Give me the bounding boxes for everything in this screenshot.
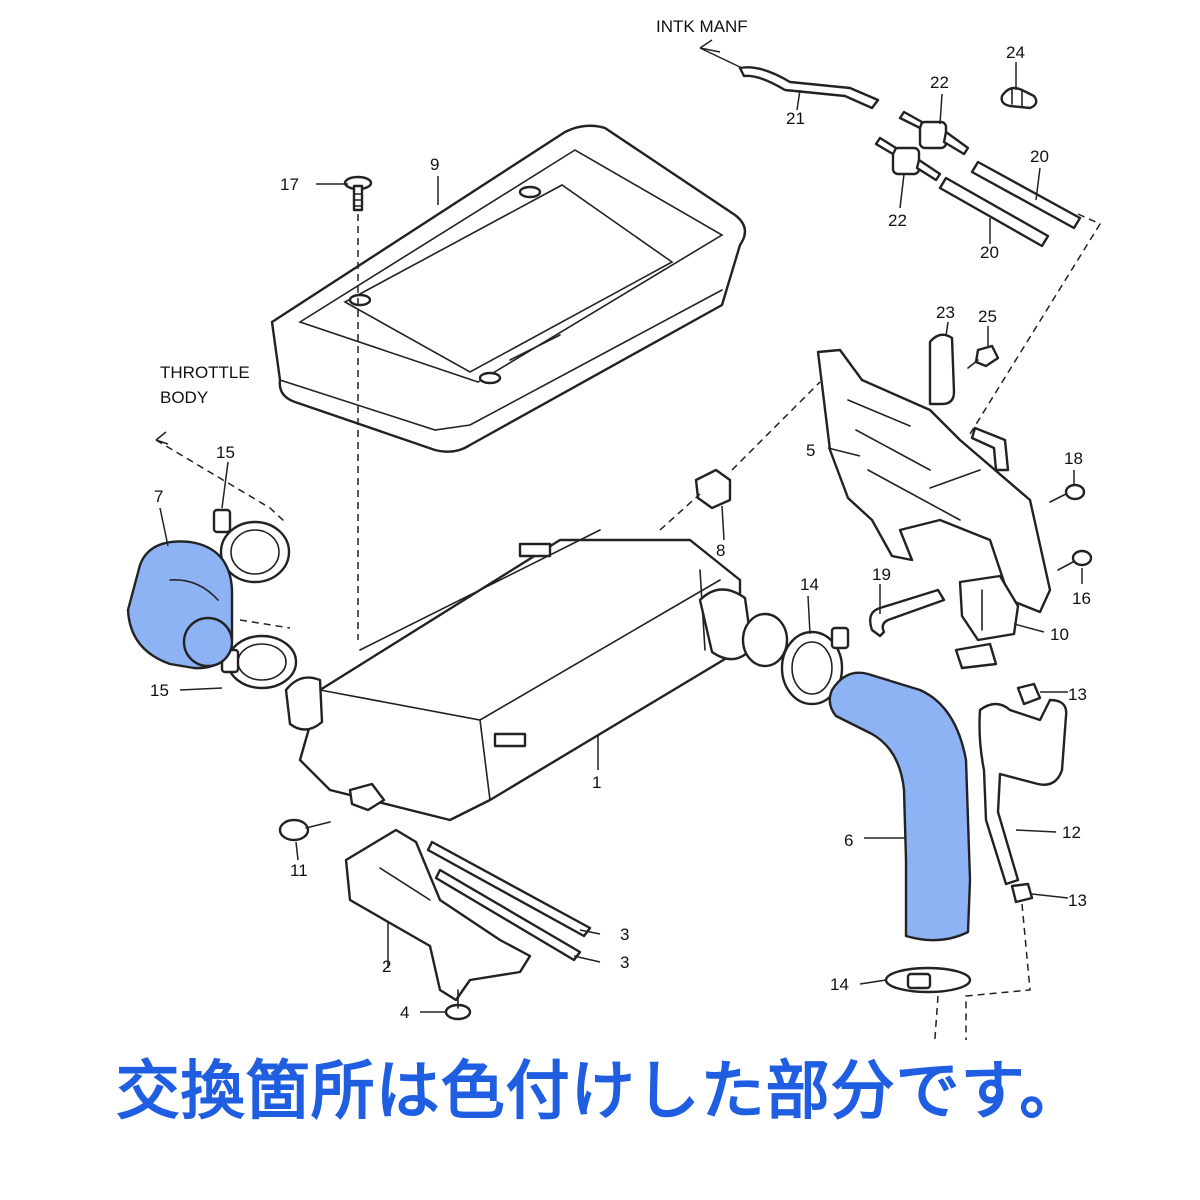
part-number-4: 4 <box>400 1003 409 1022</box>
part-number-14b: 14 <box>830 975 849 994</box>
part-number-15b: 15 <box>150 681 169 700</box>
part-number-3b: 3 <box>620 953 629 972</box>
bolt-11 <box>278 782 386 842</box>
bracket-23 <box>928 333 956 406</box>
part-number-13a: 13 <box>1068 685 1087 704</box>
part-number-19: 19 <box>872 565 891 584</box>
part-number-22a: 22 <box>930 73 949 92</box>
vacuum-valve-10 <box>954 574 1020 670</box>
part-number-6: 6 <box>844 831 853 850</box>
clip-13-upper <box>1016 682 1042 706</box>
part-number-17: 17 <box>280 175 299 194</box>
label-throttle: THROTTLE <box>160 363 250 382</box>
part-number-24: 24 <box>1006 43 1025 62</box>
clip-13-lower <box>1010 882 1034 904</box>
clamp-15-upper <box>212 508 291 584</box>
part-number-22b: 22 <box>888 211 907 230</box>
hose-7-highlighted <box>126 540 234 670</box>
part-number-3a: 3 <box>620 925 629 944</box>
footer-note: 交換箇所は色付けした部分です。 <box>115 1055 1085 1129</box>
hose-20 <box>938 160 1082 248</box>
part-number-1: 1 <box>592 773 601 792</box>
part-number-9: 9 <box>430 155 439 174</box>
routing-lines <box>155 39 1102 1040</box>
part-number-5: 5 <box>806 441 815 460</box>
diagram-labels: INTK MANF THROTTLE BODY 1 2 3 3 4 5 6 7 … <box>150 17 1091 1022</box>
bracket-2 <box>344 828 532 1002</box>
connector-22-upper <box>898 110 970 156</box>
part-number-10: 10 <box>1050 625 1069 644</box>
part-number-15a: 15 <box>216 443 235 462</box>
hose-6-highlighted <box>828 671 972 942</box>
part-number-12: 12 <box>1062 823 1081 842</box>
leader-lines <box>159 62 1083 1013</box>
part-number-7: 7 <box>154 487 163 506</box>
bolt-16 <box>1057 549 1093 571</box>
part-number-20b: 20 <box>980 243 999 262</box>
part-number-21: 21 <box>786 109 805 128</box>
part-number-14a: 14 <box>800 575 819 594</box>
part-number-8: 8 <box>716 541 725 560</box>
hose-19 <box>869 588 946 638</box>
pipe-21 <box>738 66 880 110</box>
clip-24 <box>1000 86 1038 110</box>
bracket-5 <box>816 348 1052 614</box>
intercooler-core <box>284 529 754 822</box>
bolt-17 <box>343 175 373 212</box>
part-number-18: 18 <box>1064 449 1083 468</box>
part-number-16: 16 <box>1072 589 1091 608</box>
bolt-18 <box>1049 483 1086 503</box>
bolt-25 <box>967 344 1000 369</box>
outlet-stub <box>741 612 789 668</box>
intercooler-parts-diagram: INTK MANF THROTTLE BODY 1 2 3 3 4 5 6 7 … <box>126 17 1102 1040</box>
clamp-14-upper <box>780 626 850 706</box>
intercooler-cover <box>270 124 747 453</box>
part-number-11: 11 <box>290 861 308 880</box>
label-intk-manf: INTK MANF <box>656 17 748 36</box>
clamp-14-lower <box>884 966 972 994</box>
grommet-8 <box>694 468 732 510</box>
part-number-25: 25 <box>978 307 997 326</box>
part-number-20a: 20 <box>1030 147 1049 166</box>
hose-12 <box>978 698 1068 886</box>
part-number-23: 23 <box>936 303 955 322</box>
part-number-2: 2 <box>382 957 391 976</box>
connector-22-lower <box>874 136 942 182</box>
label-body: BODY <box>160 388 208 407</box>
part-number-13b: 13 <box>1068 891 1087 910</box>
strip-3 <box>426 840 592 962</box>
